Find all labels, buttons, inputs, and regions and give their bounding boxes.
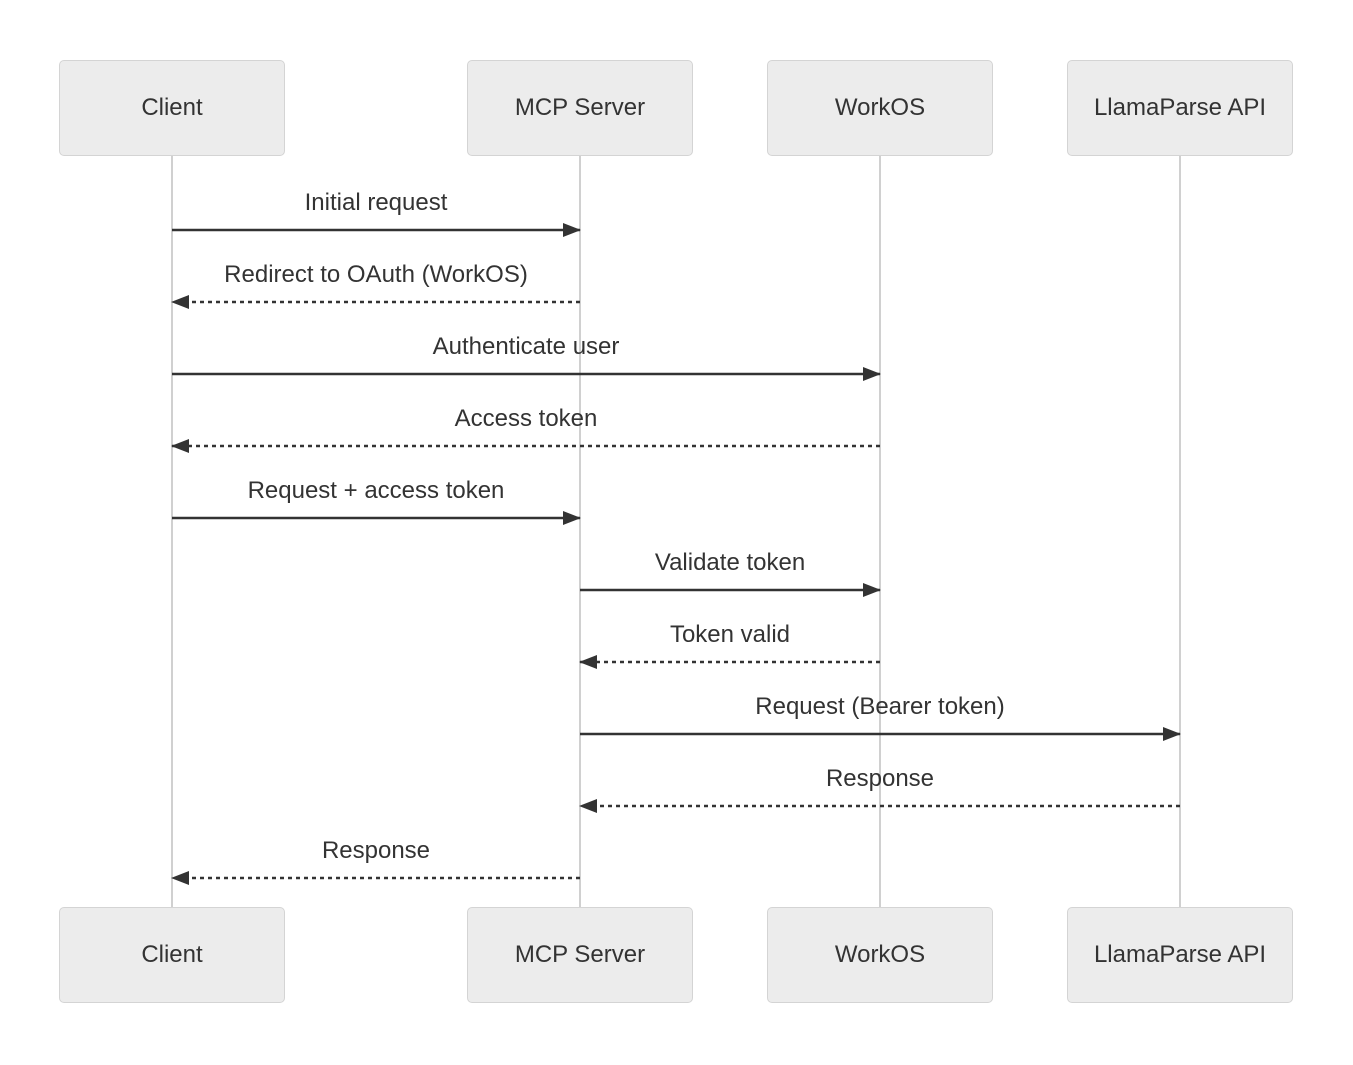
message-label-10-response: Response (321, 837, 431, 864)
lifeline-client (171, 156, 173, 907)
message-label-1-initial-request: Initial request (304, 189, 448, 216)
lifeline-workos (879, 156, 881, 907)
actor-bottom-mcp-server: MCP Server (467, 907, 693, 1003)
actor-label-llamaparse-api: LlamaParse API (1093, 94, 1267, 121)
message-label-2-redirect-to-oauth-workos: Redirect to OAuth (WorkOS) (224, 261, 528, 288)
actor-label-client: Client (141, 941, 203, 968)
actor-label-workos: WorkOS (834, 941, 926, 968)
message-label-7-token-valid: Token valid (669, 621, 791, 648)
message-label-4-access-token: Access token (454, 405, 598, 432)
actor-label-client: Client (141, 94, 203, 121)
actor-top-llamaparse-api: LlamaParse API (1067, 60, 1293, 156)
actor-label-workos: WorkOS (834, 94, 926, 121)
actor-bottom-workos: WorkOS (767, 907, 993, 1003)
actor-top-client: Client (59, 60, 285, 156)
lifeline-mcp-server (579, 156, 581, 907)
message-label-9-response: Response (825, 765, 935, 792)
message-label-5-request-access-token: Request + access token (247, 477, 505, 504)
actor-label-mcp-server: MCP Server (514, 94, 646, 121)
lifeline-llamaparse-api (1179, 156, 1181, 907)
actor-label-mcp-server: MCP Server (514, 941, 646, 968)
message-label-3-authenticate-user: Authenticate user (432, 333, 620, 360)
actor-label-llamaparse-api: LlamaParse API (1093, 941, 1267, 968)
actor-bottom-llamaparse-api: LlamaParse API (1067, 907, 1293, 1003)
actor-bottom-client: Client (59, 907, 285, 1003)
actor-top-mcp-server: MCP Server (467, 60, 693, 156)
message-label-8-request-bearer-token: Request (Bearer token) (755, 693, 1005, 720)
actor-top-workos: WorkOS (767, 60, 993, 156)
message-label-6-validate-token: Validate token (654, 549, 806, 576)
